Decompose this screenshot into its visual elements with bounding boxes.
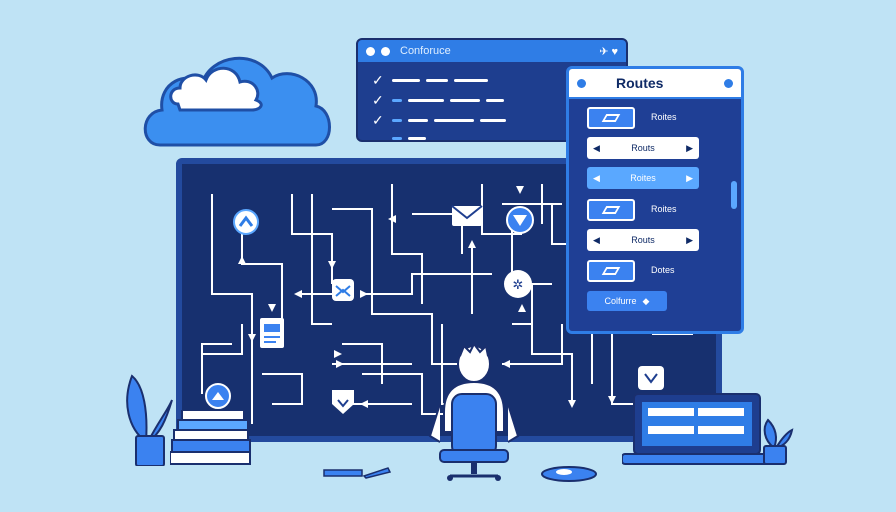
books-stack-icon xyxy=(169,409,252,466)
diamond-icon xyxy=(601,267,621,275)
route-tag[interactable] xyxy=(587,260,635,282)
plane-heart-icon: ✈ ♥ xyxy=(599,45,618,58)
route-bar[interactable]: ◀ Routs ▶ xyxy=(587,229,699,251)
plant-icon xyxy=(118,372,174,467)
check-icon: ✓ xyxy=(372,91,384,108)
route-tag[interactable] xyxy=(587,107,635,129)
console-line: ✓ xyxy=(372,111,506,128)
scrollbar[interactable] xyxy=(731,181,737,209)
routes-title: Routes xyxy=(616,75,664,91)
window-control-icon[interactable] xyxy=(724,78,733,88)
window-control-icon[interactable] xyxy=(381,46,390,56)
floor xyxy=(0,478,896,512)
cloud-icon xyxy=(140,40,335,150)
route-lines: ✲ xyxy=(201,184,693,424)
arrow-right-icon: ▶ xyxy=(686,142,693,153)
person-illustration xyxy=(426,342,522,482)
route-bar-label: Roites xyxy=(630,173,656,183)
diamond-icon xyxy=(601,206,621,214)
route-label: Roites xyxy=(651,112,677,122)
arrow-left-icon: ◀ xyxy=(593,172,600,183)
route-tag[interactable] xyxy=(587,199,635,221)
console-line xyxy=(372,132,426,140)
console-title: Conforuce xyxy=(400,45,451,57)
arrow-left-icon: ◀ xyxy=(593,234,600,245)
console-line: ✓ xyxy=(372,91,504,108)
check-icon: ✓ xyxy=(372,111,384,128)
window-control-icon[interactable] xyxy=(366,46,375,56)
route-label: Dotes xyxy=(651,265,675,275)
route-bar-selected[interactable]: ◀ Roites ▶ xyxy=(587,167,699,189)
console-line: ✓ xyxy=(372,71,488,88)
route-label: Roites xyxy=(651,204,677,214)
console-titlebar[interactable]: Conforuce ✈ ♥ xyxy=(358,40,626,62)
arrow-left-icon: ◀ xyxy=(593,142,600,153)
route-bar-label: Routs xyxy=(631,143,655,153)
configure-button-label: Colfurre xyxy=(604,296,637,306)
configure-button[interactable]: Colfurre ◆ xyxy=(587,291,667,311)
mouse-icon xyxy=(540,464,598,482)
window-control-icon[interactable] xyxy=(577,78,586,88)
routes-titlebar[interactable]: Routes xyxy=(569,69,741,99)
plant-icon xyxy=(756,418,794,466)
laptop-icon xyxy=(621,392,773,466)
diamond-icon: ◆ xyxy=(642,295,650,306)
arrow-right-icon: ▶ xyxy=(686,172,693,183)
routes-panel: Routes Roites ◀ Routs ▶ ◀ Roites ▶ Roite… xyxy=(566,66,744,334)
route-bar-label: Routs xyxy=(631,235,655,245)
svg-text:✲: ✲ xyxy=(513,278,524,293)
diamond-icon xyxy=(601,114,621,122)
check-icon: ✓ xyxy=(372,71,384,88)
route-bar[interactable]: ◀ Routs ▶ xyxy=(587,137,699,159)
arrow-right-icon: ▶ xyxy=(686,234,693,245)
pen-icon xyxy=(322,466,392,480)
